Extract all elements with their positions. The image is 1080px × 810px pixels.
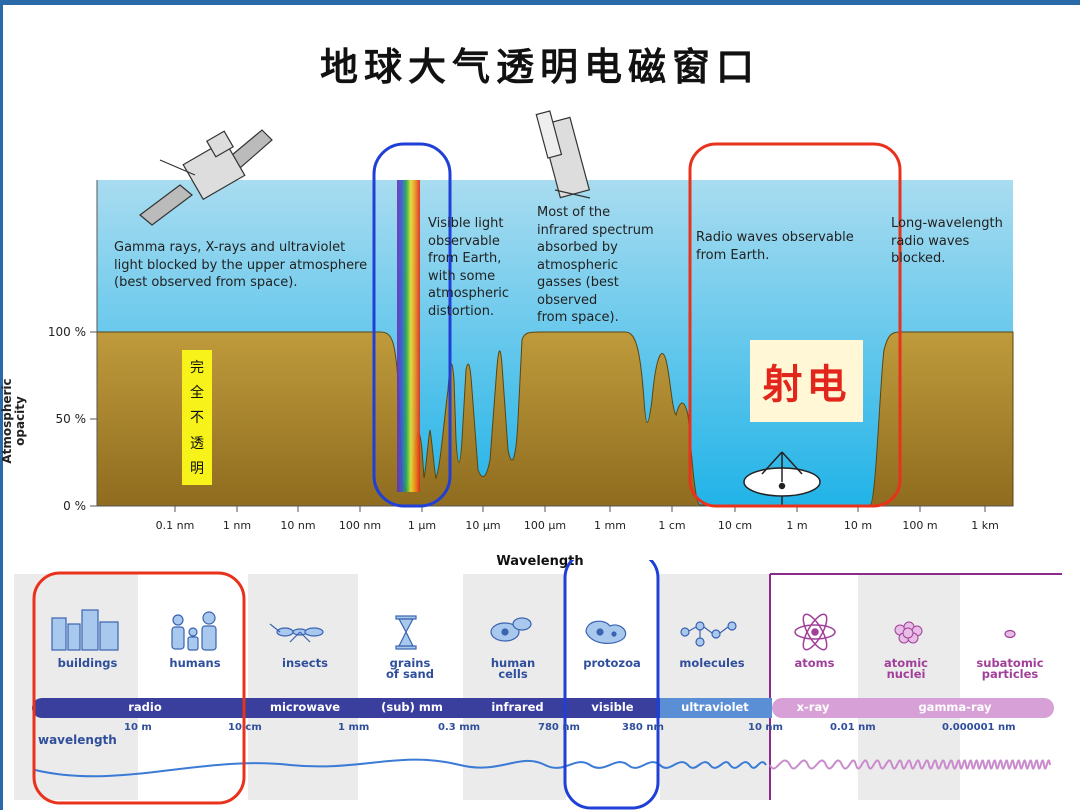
wavelength-tick: 380 nm [622, 722, 664, 733]
band-visible: visible [591, 700, 634, 714]
x-tick-label: 1 µm [407, 519, 437, 532]
y-tick-label: 50 % [55, 412, 87, 426]
opaque-char: 明 [190, 461, 204, 478]
radio-note: Radio waves observable from Earth. [696, 230, 854, 263]
buildings-icon [51, 609, 119, 651]
x-tick-label: 10 µm [465, 519, 501, 532]
scale-label-sand: grains of sand [386, 656, 434, 681]
opaque-char: 透 [190, 435, 204, 452]
wavelength-tick: 10 nm [748, 722, 783, 733]
wavelength-tick: 10 cm [228, 722, 262, 733]
x-tick-label: 10 m [843, 519, 873, 532]
protozoa-icon [585, 620, 627, 644]
radio-window-label: 射电 [750, 340, 863, 422]
scale-label-buildings: buildings [57, 656, 118, 670]
scale-label-molecules: molecules [679, 656, 745, 670]
hourglass-icon [395, 615, 417, 650]
band-radio: radio [128, 700, 162, 714]
opaque-label: 完 全 不 透 明 [182, 350, 212, 485]
x-tick-label: 100 µm [523, 519, 567, 532]
band-ultraviolet: ultraviolet [681, 700, 749, 714]
wavelength-tick: 1 mm [338, 722, 370, 733]
nucleus-icon [894, 621, 923, 644]
visible-window-highlight [372, 142, 452, 508]
scale-label-nuclei: atomic nuclei [884, 656, 928, 681]
wavelength-wave [34, 758, 767, 778]
y-axis-title-line2: opacity [13, 396, 27, 446]
insect-icon [269, 623, 324, 643]
gamma-note: Gamma rays, X-rays and ultraviolet light… [114, 240, 368, 290]
wavelength-title: wavelength [38, 733, 117, 747]
band-microwave: microwave [270, 700, 340, 714]
scale-label-insects: insects [282, 656, 328, 670]
scale-strip [14, 560, 1062, 810]
scale-label-subatomic: subatomic particles [976, 656, 1044, 681]
x-tick-label: 1 nm [222, 519, 252, 532]
wavelength-tick: 0.01 nm [830, 722, 876, 733]
scale-label-humans: humans [169, 656, 221, 670]
scale-label-atoms: atoms [794, 656, 835, 670]
opaque-char: 全 [190, 385, 204, 402]
particle-icon [1004, 629, 1016, 639]
opaque-char: 不 [190, 410, 204, 427]
x-tick-label: 100 nm [338, 519, 382, 532]
humans-icon [171, 611, 217, 651]
radio-dish-icon [743, 451, 821, 506]
band-gamma: gamma-ray [918, 700, 992, 714]
y-tick-label: 100 % [47, 325, 86, 339]
x-tick-label: 0.1 nm [155, 519, 195, 532]
visible-note: Visible light observable from Earth, wit… [428, 216, 510, 319]
cells-icon [490, 617, 532, 642]
y-tick-label: 0 % [63, 499, 86, 513]
radio-scale-highlight [32, 571, 246, 805]
left-accent-bar [0, 5, 3, 810]
atom-icon [794, 613, 836, 651]
visible-spectrum [397, 180, 420, 492]
y-axis-title: Atmospheric opacity [0, 371, 27, 471]
wavelength-tick: 780 nm [538, 722, 580, 733]
x-tick-label: 10 nm [280, 519, 316, 532]
space-telescope-icon [535, 110, 591, 199]
x-tick-label: 1 cm [658, 519, 686, 532]
opaque-char: 完 [190, 359, 204, 376]
slide-title: 地球大气透明电磁窗口 [319, 44, 760, 89]
band-infrared: infrared [491, 700, 544, 714]
visible-scale-highlight [563, 560, 660, 810]
wavelength-tick: 10 m [124, 722, 152, 733]
x-tick-label: 1 km [971, 519, 999, 532]
top-accent-bar [0, 0, 1080, 5]
scale-label-protozoa: protozoa [583, 656, 641, 670]
molecule-icon [680, 621, 737, 647]
band-submm: (sub) mm [381, 700, 443, 714]
long-wave-note: Long-wavelength radio waves blocked. [891, 216, 1003, 266]
x-tick-label: 1 m [786, 519, 808, 532]
x-tick-label: 100 m [902, 519, 938, 532]
x-tick-label: 10 cm [717, 519, 753, 532]
radio-window-highlight [688, 142, 902, 508]
wavelength-tick: 0.3 mm [438, 722, 481, 733]
band-xray: x-ray [796, 700, 830, 714]
wavelength-tick: 0.000001 nm [942, 722, 1016, 733]
scale-label-cells: human cells [490, 656, 536, 681]
infrared-note: Most of the infrared spectrum absorbed b… [537, 205, 654, 325]
x-axis-title: Wavelength [496, 554, 584, 569]
x-tick-label: 1 mm [594, 519, 626, 532]
satellite-icon [139, 129, 273, 226]
